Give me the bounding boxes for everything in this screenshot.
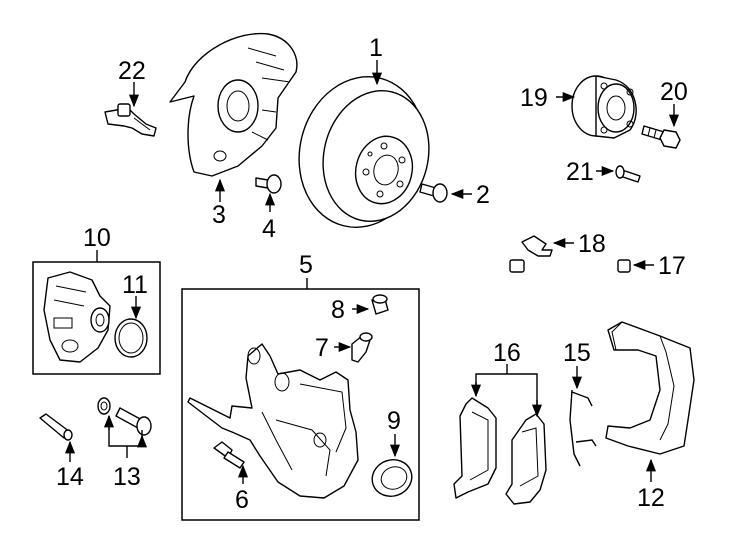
part-4-bolt [255,174,282,194]
part-19-wheel-hub [571,75,637,139]
part-12-caliper-bracket [605,321,695,455]
part-14-guide-pin [39,413,73,441]
callout-19: 19 [520,84,548,112]
callout-22: 22 [118,57,146,85]
callout-9: 9 [387,407,401,435]
part-1-brake-disc [298,76,430,228]
part-15-spring [569,389,597,467]
callout-16: 16 [493,339,521,367]
part-18-hose-bracket [521,235,553,257]
part-20-hub-bolt [641,125,681,149]
callout-8: 8 [331,296,345,324]
part-13-bolt-sleeve [97,397,152,436]
callout-18: 18 [578,230,606,258]
callout-6: 6 [235,486,249,514]
callout-15: 15 [563,339,591,367]
part-22-speed-sensor [104,103,157,137]
part-5-caliper-body [187,343,359,499]
part-9-piston-seal [371,459,413,497]
callout-3: 3 [212,201,226,229]
callout-1: 1 [369,34,383,62]
callout-12: 12 [637,484,665,512]
part-3-dust-shield [169,32,298,177]
callout-11: 11 [122,271,148,299]
callout-20: 20 [660,78,688,106]
callout-14: 14 [56,463,84,491]
callout-13: 13 [113,463,141,491]
part-10-parking-motor [43,271,111,363]
part-6-caliper-bolt [213,441,245,469]
callout-21: 21 [566,158,594,186]
callout-4: 4 [262,215,276,243]
callout-2: 2 [476,181,490,209]
callout-7: 7 [315,334,329,362]
callout-10: 10 [83,224,111,252]
part-11-o-ring [114,318,148,358]
part-17-brake-hose [509,259,631,318]
part-8-dust-cap [371,294,389,315]
part-16-brake-pads [453,397,547,505]
part-7-bleeder [351,332,373,363]
part-2-disc-screw [419,183,448,203]
part-21-screw [615,165,641,183]
callout-5: 5 [299,251,313,279]
box-part-5 [181,288,420,521]
callout-17: 17 [658,252,686,280]
